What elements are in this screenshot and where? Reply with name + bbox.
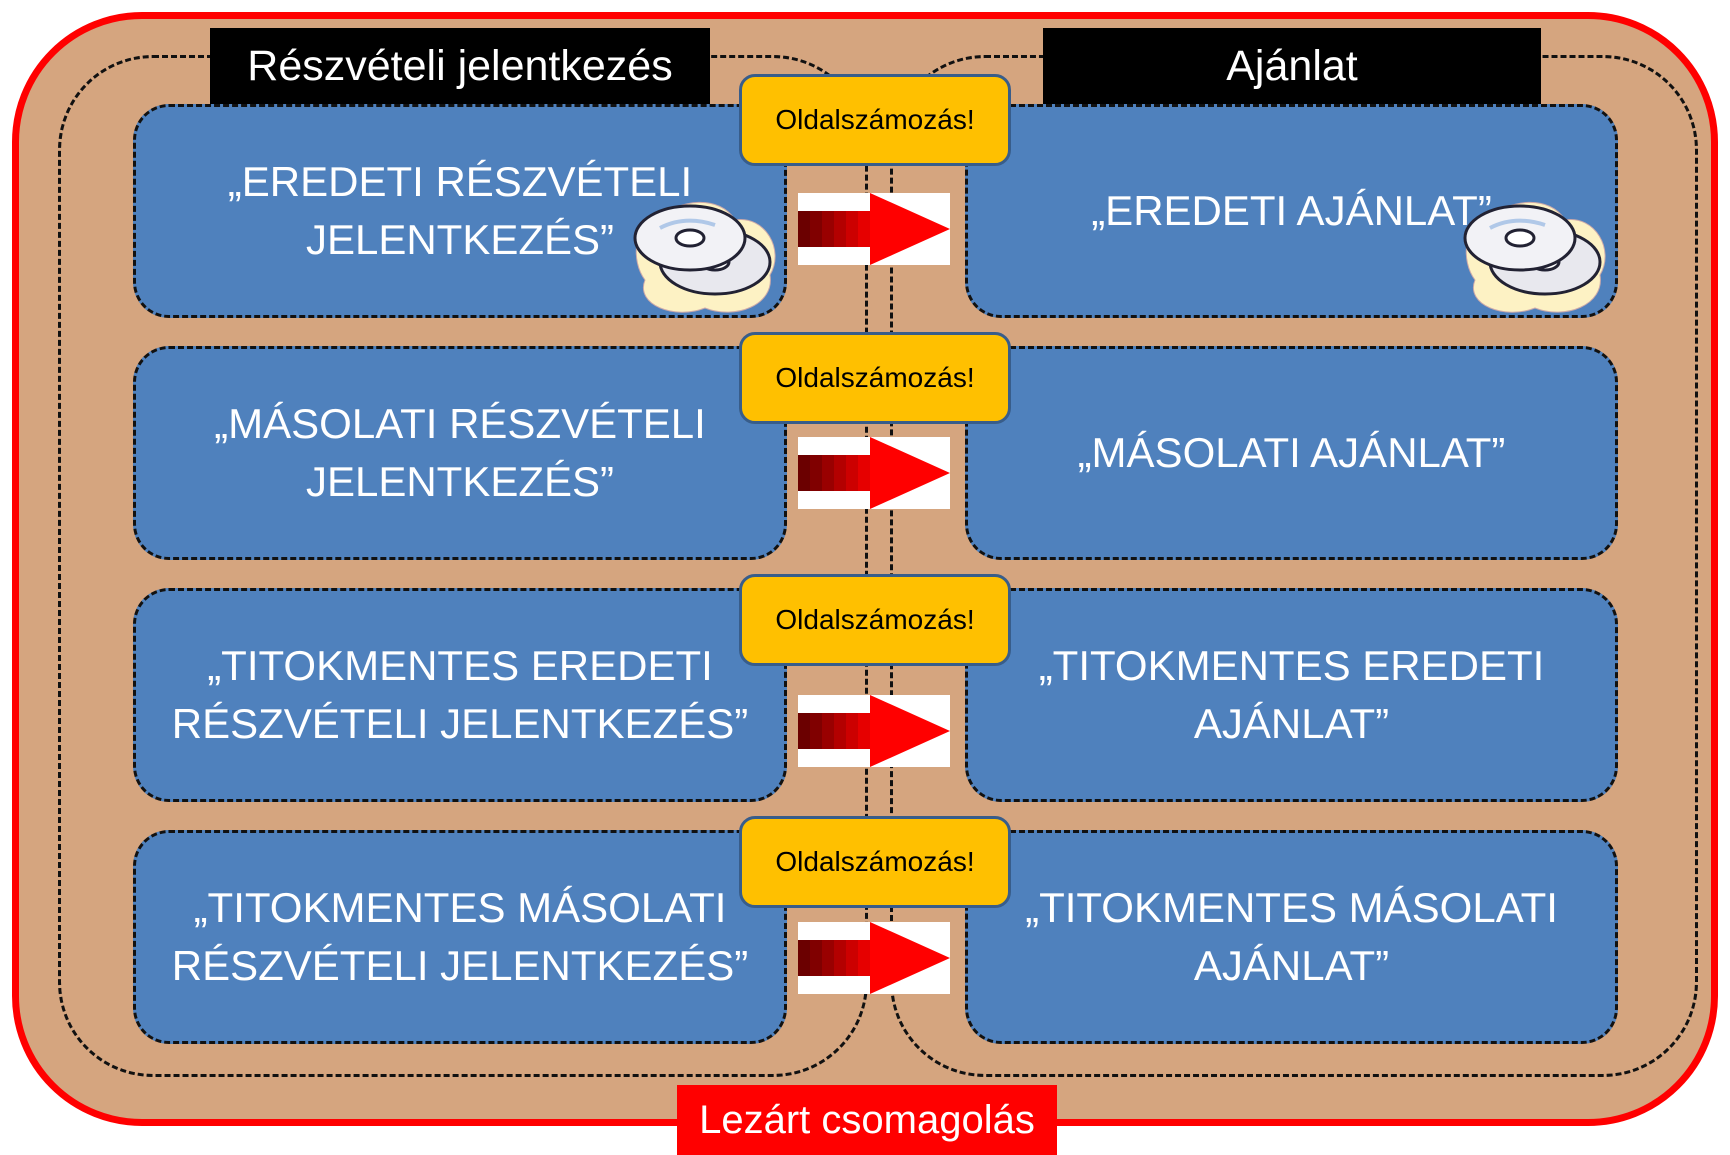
offer-box-label: „TITOKMENTES EREDETI AJÁNLAT”	[1038, 642, 1545, 747]
offer-header: Ajánlat	[1043, 28, 1541, 104]
page-numbering-badge: Oldalszámozás!	[739, 574, 1011, 666]
offer-box-redacted-copy: „TITOKMENTES MÁSOLATI AJÁNLAT”	[965, 830, 1618, 1044]
application-header-label: Részvételi jelentkezés	[247, 41, 673, 90]
application-box-label: „EREDETI RÉSZVÉTELI JELENTKEZÉS”	[227, 158, 693, 263]
arrow-right-icon	[798, 922, 950, 994]
application-box-label: „TITOKMENTES EREDETI RÉSZVÉTELI JELENTKE…	[171, 642, 749, 747]
arrow-right-icon	[798, 695, 950, 767]
cd-disc-icon	[1463, 201, 1606, 313]
page-numbering-badge: Oldalszámozás!	[739, 332, 1011, 424]
cd-disc-icon	[633, 201, 776, 313]
application-box-copy: „MÁSOLATI RÉSZVÉTELI JELENTKEZÉS”	[133, 346, 787, 560]
offer-box-label: „EREDETI AJÁNLAT”	[1091, 187, 1492, 234]
page-numbering-label: Oldalszámozás!	[775, 362, 975, 393]
page-numbering-badge: Oldalszámozás!	[739, 74, 1011, 166]
offer-header-label: Ajánlat	[1226, 41, 1358, 90]
offer-box-label: „MÁSOLATI AJÁNLAT”	[1077, 429, 1506, 476]
arrow-right-icon	[798, 193, 950, 265]
page-numbering-label: Oldalszámozás!	[775, 604, 975, 635]
arrow-right-icon	[798, 437, 950, 509]
page-numbering-badge: Oldalszámozás!	[739, 816, 1011, 908]
page-numbering-label: Oldalszámozás!	[775, 104, 975, 135]
application-box-label: „TITOKMENTES MÁSOLATI RÉSZVÉTELI JELENTK…	[171, 884, 749, 989]
application-box-redacted-original: „TITOKMENTES EREDETI RÉSZVÉTELI JELENTKE…	[133, 588, 787, 802]
application-header: Részvételi jelentkezés	[210, 28, 710, 104]
offer-box-label: „TITOKMENTES MÁSOLATI AJÁNLAT”	[1025, 884, 1558, 989]
page-numbering-label: Oldalszámozás!	[775, 846, 975, 877]
offer-box-redacted-original: „TITOKMENTES EREDETI AJÁNLAT”	[965, 588, 1618, 802]
offer-box-copy: „MÁSOLATI AJÁNLAT”	[965, 346, 1618, 560]
sealed-package-label-text: Lezárt csomagolás	[699, 1097, 1035, 1142]
application-box-redacted-copy: „TITOKMENTES MÁSOLATI RÉSZVÉTELI JELENTK…	[133, 830, 787, 1044]
application-box-label: „MÁSOLATI RÉSZVÉTELI JELENTKEZÉS”	[214, 400, 706, 505]
sealed-package-label: Lezárt csomagolás	[677, 1085, 1057, 1155]
